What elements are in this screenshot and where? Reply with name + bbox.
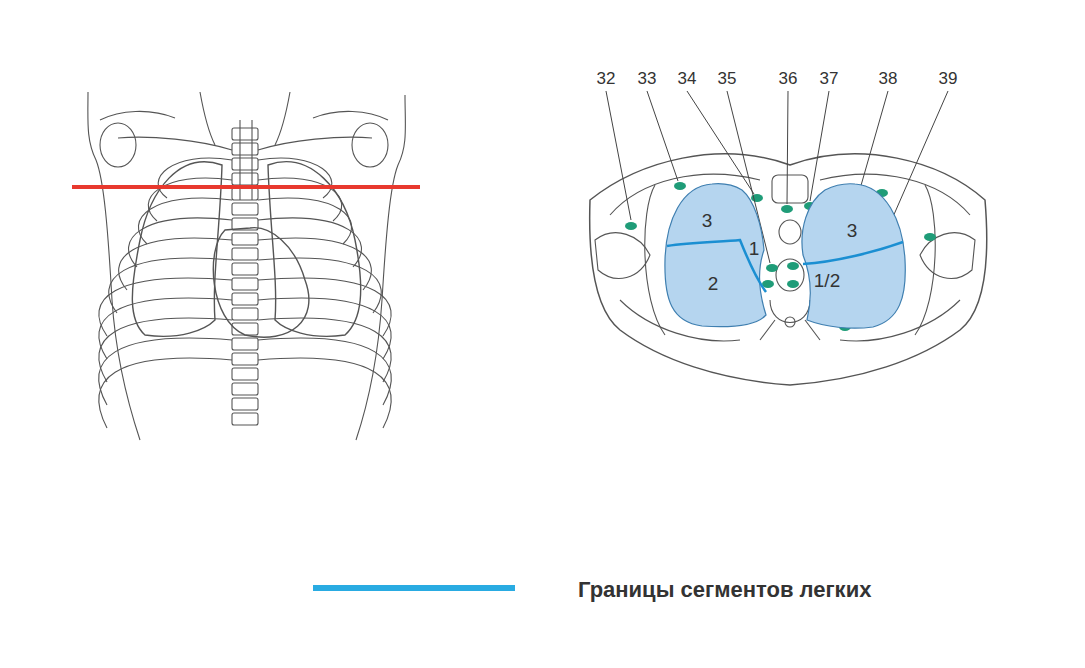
lung-region: 3 1/2: [795, 180, 910, 332]
callout-number: 35: [718, 70, 737, 87]
lymph-node-dot: [674, 182, 686, 190]
segment-number: 3: [702, 211, 713, 230]
callout-number: 37: [820, 70, 839, 87]
leader-line: [606, 91, 631, 220]
legend-sample: [313, 585, 515, 591]
lung-region: 3 2 1: [662, 180, 770, 330]
lymph-node-dot: [924, 233, 936, 241]
leader-line: [647, 91, 678, 181]
segment-number: 3: [847, 221, 858, 240]
segment-number: 1: [749, 239, 760, 258]
chest-skeleton: [88, 92, 406, 440]
cross-section: [590, 154, 987, 385]
segment-number: 1/2: [814, 271, 840, 290]
callout-number: 34: [678, 70, 697, 87]
segment-border: [803, 242, 903, 264]
lymph-node-dot: [766, 264, 778, 272]
callout-number: 36: [779, 70, 798, 87]
lung-shape: [795, 180, 910, 332]
callout-number: 39: [939, 70, 958, 87]
segment-number: 2: [708, 274, 719, 293]
lymph-node-dot: [787, 262, 799, 270]
callout-number: 38: [879, 70, 898, 87]
lymph-node-dot: [787, 280, 799, 288]
leader-line: [687, 91, 754, 194]
section-level-line: [72, 185, 420, 189]
leader-line: [787, 91, 788, 204]
callout-number: 32: [597, 70, 616, 87]
lymph-node-dot: [625, 222, 637, 230]
legend-text: Границы сегментов легких: [578, 579, 871, 601]
leader-line: [810, 91, 829, 201]
lymph-node-dot: [781, 205, 793, 213]
callout-number: 33: [638, 70, 657, 87]
